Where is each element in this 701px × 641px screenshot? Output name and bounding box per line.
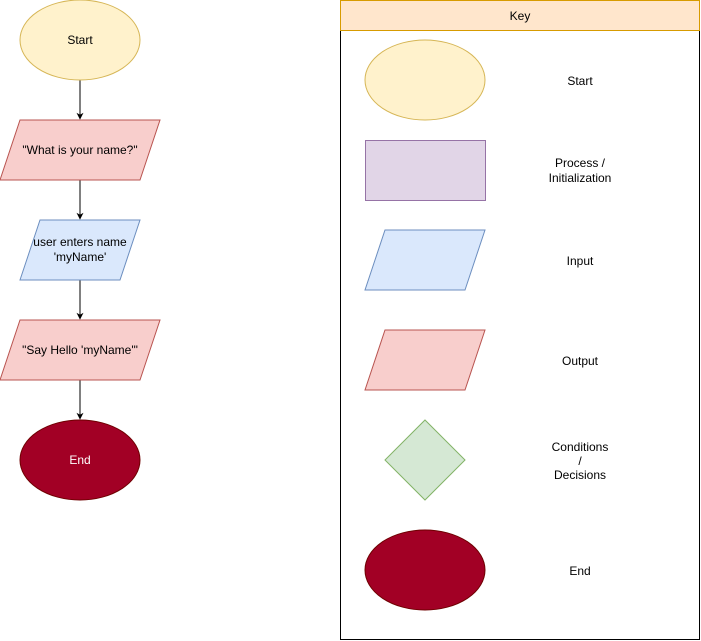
key-item-start: Start xyxy=(364,39,593,121)
key-item-process: Process / Initialization xyxy=(365,140,612,201)
key-panel: Key Start Process / Initialization Input… xyxy=(340,0,700,640)
key-item-end: End xyxy=(364,529,591,611)
say-hello-node[interactable]: "Say Hello 'myName'" xyxy=(0,319,161,381)
user-input-shape xyxy=(19,219,141,281)
key-process-label-line1: Process / xyxy=(555,156,606,170)
key-decision-shape xyxy=(384,419,466,501)
key-decision-label-line3: Decisions xyxy=(554,468,606,482)
say-hello-shape xyxy=(0,319,161,381)
start-node[interactable]: Start xyxy=(19,0,141,81)
key-start-label: Start xyxy=(567,74,593,88)
key-output-shape xyxy=(364,329,486,391)
key-header xyxy=(340,0,700,31)
key-item-decision: Conditions / Decisions xyxy=(384,419,609,501)
ask-name-node[interactable]: "What is your name?" xyxy=(0,119,161,181)
user-input-node[interactable]: user enters name 'myName' xyxy=(19,219,141,281)
end-node[interactable]: End xyxy=(19,419,141,501)
user-input-label-line2: 'myName' xyxy=(54,250,107,264)
key-input-label: Input xyxy=(567,254,594,268)
key-item-input: Input xyxy=(364,229,594,291)
ask-name-label: "What is your name?" xyxy=(22,143,137,157)
key-start-shape xyxy=(364,39,486,121)
end-shape xyxy=(19,419,141,501)
start-shape xyxy=(19,0,141,81)
say-hello-label: "Say Hello 'myName'" xyxy=(22,343,138,357)
key-process-label-line2: Initialization xyxy=(549,171,612,185)
user-input-label-line1: user enters name xyxy=(33,235,127,249)
key-decision-label-line1: Conditions xyxy=(552,440,609,454)
ask-name-shape xyxy=(0,119,161,181)
key-process-shape xyxy=(365,140,486,201)
key-end-label: End xyxy=(569,564,590,578)
key-output-label: Output xyxy=(562,354,599,368)
end-label: End xyxy=(69,453,90,467)
key-input-shape xyxy=(364,229,486,291)
start-label: Start xyxy=(67,33,93,47)
key-title: Key xyxy=(510,9,531,23)
key-end-shape xyxy=(364,529,486,611)
key-item-output: Output xyxy=(364,329,599,391)
key-decision-label-line2: / xyxy=(578,454,582,468)
